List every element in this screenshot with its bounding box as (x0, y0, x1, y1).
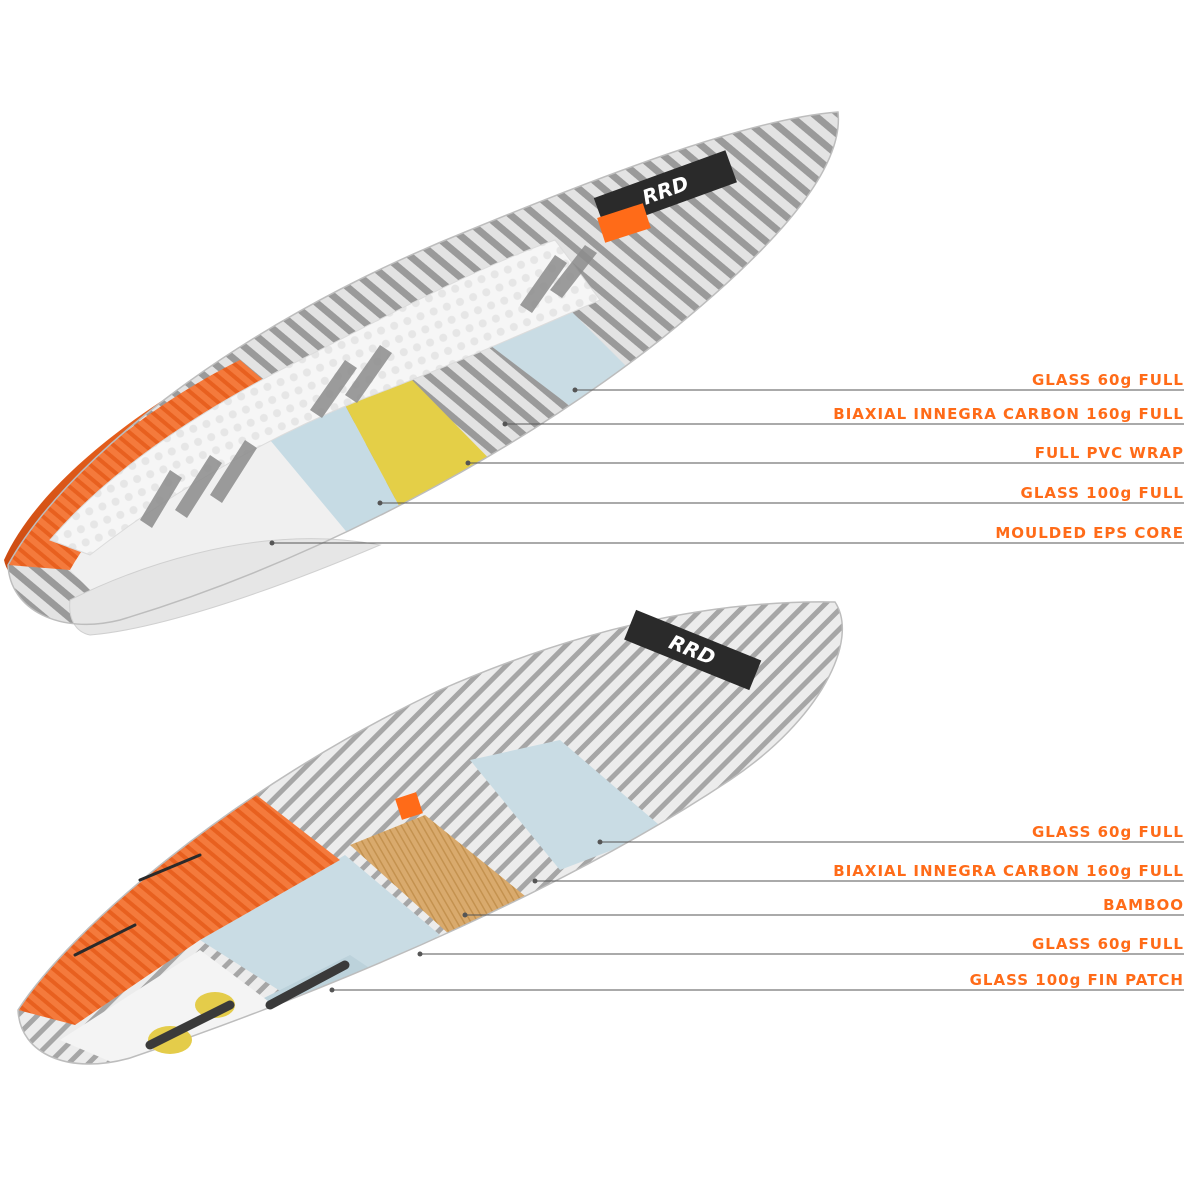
bottom-fin-boxes (145, 960, 350, 1054)
top-board-callout-dots (269, 387, 578, 546)
top-label-5: MOULDED EPS CORE (995, 524, 1184, 542)
top-label-3: FULL PVC WRAP (1035, 444, 1184, 462)
bottom-board-callouts (332, 841, 1184, 991)
bottom-label-4: GLASS 60g FULL (1032, 935, 1184, 953)
top-board-labels: GLASS 60g FULL BIAXIAL INNEGRA CARBON 16… (833, 371, 1184, 542)
bottom-label-1: GLASS 60g FULL (1032, 823, 1184, 841)
bottom-bamboo-layer (350, 815, 530, 935)
top-label-2: BIAXIAL INNEGRA CARBON 160g FULL (833, 405, 1184, 423)
top-label-4: GLASS 100g FULL (1021, 484, 1184, 502)
bottom-board-labels: GLASS 60g FULL BIAXIAL INNEGRA CARBON 16… (833, 823, 1184, 989)
top-board-outline (7, 111, 840, 625)
top-spec-sticker (597, 203, 651, 243)
top-board-callouts (272, 389, 1184, 544)
bottom-orange-section (18, 790, 340, 1025)
bottom-label-3: BAMBOO (1103, 896, 1184, 914)
bottom-board-callout-dots (329, 839, 603, 993)
bottom-orange-slots (73, 853, 202, 957)
bottom-glass60-layer (200, 855, 440, 1010)
bottom-label-5: GLASS 100g FIN PATCH (970, 971, 1184, 989)
bottom-spec-sticker (395, 792, 423, 820)
bottom-label-2: BIAXIAL INNEGRA CARBON 160g FULL (833, 862, 1184, 880)
top-board: RRD (4, 111, 840, 636)
bottom-board-outline (17, 601, 844, 1065)
top-label-1: GLASS 60g FULL (1032, 371, 1184, 389)
bottom-board: RRD (17, 601, 844, 1065)
bottom-glass60-top-layer (470, 740, 665, 870)
top-pad-accents (140, 245, 597, 528)
